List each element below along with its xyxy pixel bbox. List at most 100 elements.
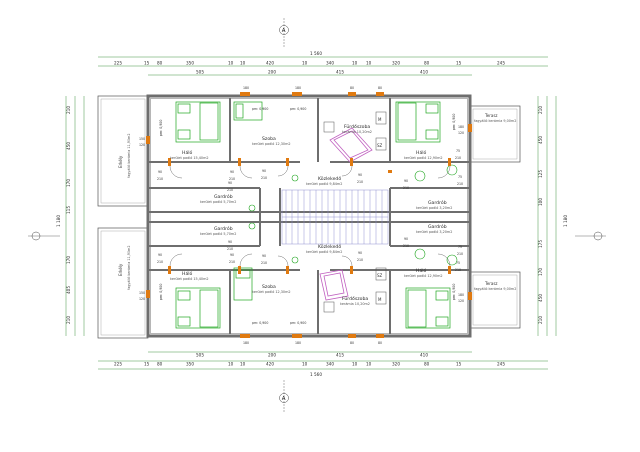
label-rooms-halo_bottom-area: kerület padló 15,40m2 [170, 277, 209, 281]
label-window_labels-w120: 120 [139, 143, 145, 147]
label-left_dims-4: 170 [66, 256, 71, 264]
label-top_dims_inner-3: 410 [420, 70, 428, 75]
label-door_labels-d90: 90 [262, 169, 266, 173]
label-window_labels-pm: pm: 0,900 [452, 114, 456, 130]
label-rooms-gardrob_bottom_right-name: Gardrób [428, 223, 447, 230]
room-kozlekedo-top: Közlekedő kerület padló 9,84m2 [306, 176, 342, 186]
bottom-dims-outer: 225 15 80 350 10 10 420 10 340 10 10 320… [114, 362, 505, 367]
label-rooms-halo_bottom_right-name: Háló [416, 267, 427, 274]
label-right_dims-5: 170 [538, 268, 543, 276]
label-door_labels-d210: 210 [261, 176, 267, 180]
label-rooms-terasz_bottom-area: fagyálló kerámia 9,00m2 [474, 287, 516, 291]
label-rooms-halo_top-area: kerület padló 15,40m2 [170, 156, 209, 160]
room-gardrob-bottom-right: Gardrób kerület padló 3,20m2 [416, 223, 452, 234]
label-door_labels-d210: 210 [157, 260, 163, 264]
label-rooms-furdo_bottom-area: kerámia 10,20m2 [340, 302, 370, 306]
label-left_dims-3: 115 [66, 206, 71, 214]
label-bottom_dims_inner-1: 200 [268, 353, 276, 358]
label-window_labels-w150: 150 [139, 137, 145, 141]
label-door_labels-d210: 210 [357, 258, 363, 262]
label-rooms-gardrob_top-name: Gardrób [214, 193, 233, 200]
label-fixtures-sz: SZ [377, 143, 383, 148]
right-dimension-chain [537, 96, 557, 336]
label-door_labels-d210: 210 [457, 182, 463, 186]
label-door_labels-d75: 75 [458, 175, 462, 179]
door-dimension-labels: 90 210 90 210 90 210 90 210 75 210 90 21… [157, 149, 463, 272]
label-door_labels-d210: 210 [457, 252, 463, 256]
label-bottom_dims_outer-1: 15 [144, 362, 150, 367]
label-top_dims_inner-2: 415 [336, 70, 344, 75]
label-window_labels-pm: pm: 0,900 [452, 284, 456, 300]
label-window_labels-pm: pm: 0,900 [252, 107, 268, 111]
label-door_labels-d90: 90 [230, 253, 234, 257]
label-rooms-erkely_bottom-area: fagyálló kerámia 11,90m2 [127, 245, 131, 290]
label-top_dims_outer-10: 10 [366, 61, 372, 66]
room-halo-bottom-right: Háló kerület padló 12,90m2 [404, 267, 443, 278]
label-door_labels-d90: 90 [404, 237, 408, 241]
label-window_labels-w180: 180 [295, 86, 301, 90]
label-window_labels-w180: 180 [458, 293, 464, 297]
label-right_dims-3: 100 [538, 198, 543, 206]
label-door_labels-d90: 90 [358, 173, 362, 177]
label-window_labels-w150: 150 [139, 291, 145, 295]
label-window_labels-pm: pm: 0,900 [290, 107, 306, 111]
label-bottom_dims_inner-3: 410 [420, 353, 428, 358]
label-top_dims_inner-0: 505 [196, 70, 204, 75]
overall-depth-left: 1 180 [56, 215, 61, 227]
label-rooms-kozlekedo_bottom-name: Közlekedő [318, 244, 341, 250]
label-window_labels-w120: 120 [458, 299, 464, 303]
label-door_labels-d210: 210 [403, 186, 409, 190]
label-window_labels-w180: 180 [243, 86, 249, 90]
room-halo-bottom: Háló kerület padló 15,40m2 [170, 270, 209, 281]
label-rooms-halo_top_right-name: Háló [416, 149, 427, 156]
label-top_dims_outer-8: 340 [326, 61, 334, 66]
label-fixtures-sz: SZ [377, 273, 383, 278]
label-rooms-szoba_bottom-area: kerület padló 12,30m2 [252, 290, 291, 294]
room-gardrob-bottom: Gardrób kerület padló 5,70m2 [200, 225, 236, 236]
staircase [281, 189, 389, 245]
label-rooms-terasz_top-area: fagyálló kerámia 9,00m2 [474, 119, 516, 123]
label-bottom_dims_outer-10: 10 [366, 362, 372, 367]
label-door_labels-d210: 210 [229, 260, 235, 264]
label-door_labels-d210: 210 [261, 261, 267, 265]
label-bottom_dims_outer-4: 10 [228, 362, 234, 367]
label-rooms-terasz_top-name: Terasz [484, 113, 498, 118]
label-left_dims-6: 210 [66, 316, 71, 324]
label-door_labels-d210: 210 [455, 156, 461, 160]
label-window_labels-pm: pm: 0,900 [290, 321, 306, 325]
room-szoba-bottom: Szoba kerület padló 12,30m2 [252, 284, 291, 294]
label-top_dims_outer-0: 225 [114, 61, 122, 66]
label-top_dims_outer-11: 320 [392, 61, 400, 66]
label-rooms-gardrob_top-area: kerület padló 5,70m2 [200, 200, 236, 204]
label-rooms-kozlekedo_top-area: kerület padló 9,84m2 [306, 182, 342, 186]
section-marker-bottom-label: A [282, 396, 286, 402]
label-rooms-gardrob_top_right-name: Gardrób [428, 199, 447, 206]
label-top_dims_outer-4: 10 [228, 61, 234, 66]
label-rooms-gardrob_bottom_right-area: kerület padló 3,20m2 [416, 230, 452, 234]
section-marker-top: A [279, 18, 289, 48]
bathtub-bottom [319, 269, 349, 301]
label-bottom_dims_outer-3: 350 [186, 362, 194, 367]
label-left_dims-1: 450 [66, 142, 71, 150]
label-bottom_dims_outer-0: 225 [114, 362, 122, 367]
label-door_labels-d75: 75 [456, 261, 460, 265]
label-right_dims-0: 210 [538, 106, 543, 114]
label-fixtures-m: M [378, 117, 382, 122]
label-bottom_dims_outer-14: 245 [497, 362, 505, 367]
label-rooms-halo_bottom-name: Háló [182, 270, 193, 277]
label-window_labels-w120: 120 [139, 297, 145, 301]
label-top_dims_outer-2: 80 [157, 61, 163, 66]
label-top_dims_outer-13: 15 [456, 61, 462, 66]
label-door_labels-d90: 90 [404, 179, 408, 183]
label-bottom_dims_outer-2: 80 [157, 362, 163, 367]
label-rooms-gardrob_bottom-name: Gardrób [214, 225, 233, 232]
label-door_labels-d210: 210 [357, 180, 363, 184]
label-top_dims_outer-9: 10 [352, 61, 358, 66]
single-bed-top [233, 101, 263, 121]
label-bottom_dims_inner-0: 505 [196, 353, 204, 358]
label-top_dims_outer-6: 420 [266, 61, 274, 66]
label-bottom_dims_outer-11: 320 [392, 362, 400, 367]
section-marker-right [575, 231, 606, 241]
label-rooms-furdo_top-area: kerámia 10,20m2 [342, 130, 372, 134]
